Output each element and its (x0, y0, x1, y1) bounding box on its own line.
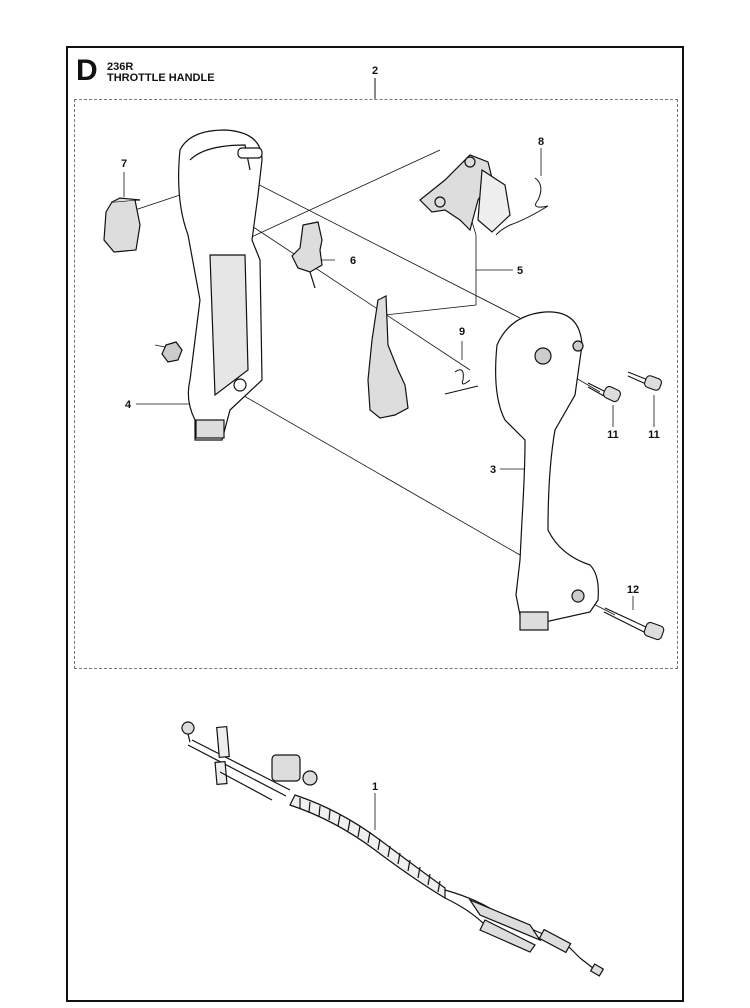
stop-switch (103, 197, 141, 253)
callout-9: 9 (459, 326, 465, 338)
model-number: 236R (107, 61, 134, 73)
explode-line (224, 384, 521, 556)
handle-right-half (495, 311, 599, 631)
explode-line (244, 149, 441, 241)
throttle-cable (181, 721, 605, 977)
explode-line (239, 174, 521, 319)
callout-1: 1 (372, 781, 378, 793)
page-frame (66, 46, 684, 1002)
callout-6: 6 (350, 255, 356, 267)
callout-11a: 11 (607, 429, 619, 441)
spring (495, 177, 549, 236)
callout-2: 2 (372, 65, 378, 77)
handle-left-half (178, 129, 263, 441)
explode-line (134, 194, 181, 211)
callout-5: 5 (517, 265, 523, 277)
throttle-lever (419, 154, 511, 233)
leader-5 (384, 270, 477, 316)
explode-line (234, 214, 471, 371)
callout-3: 3 (490, 464, 496, 476)
throttle-lockout (291, 221, 323, 289)
screw-11a (587, 382, 622, 403)
callout-11b: 11 (648, 429, 660, 441)
callout-7: 7 (121, 158, 127, 170)
screw-12 (603, 607, 665, 641)
nut (161, 341, 183, 363)
diagram-title: THROTTLE HANDLE (107, 72, 215, 84)
callout-8: 8 (538, 136, 544, 148)
trigger-spring (444, 369, 479, 395)
callout-4: 4 (125, 399, 132, 411)
section-letter: D (76, 54, 98, 87)
throttle-trigger (367, 295, 409, 419)
assembly-group-box (74, 99, 678, 669)
screw-11b (627, 371, 662, 391)
callout-12: 12 (627, 584, 639, 596)
